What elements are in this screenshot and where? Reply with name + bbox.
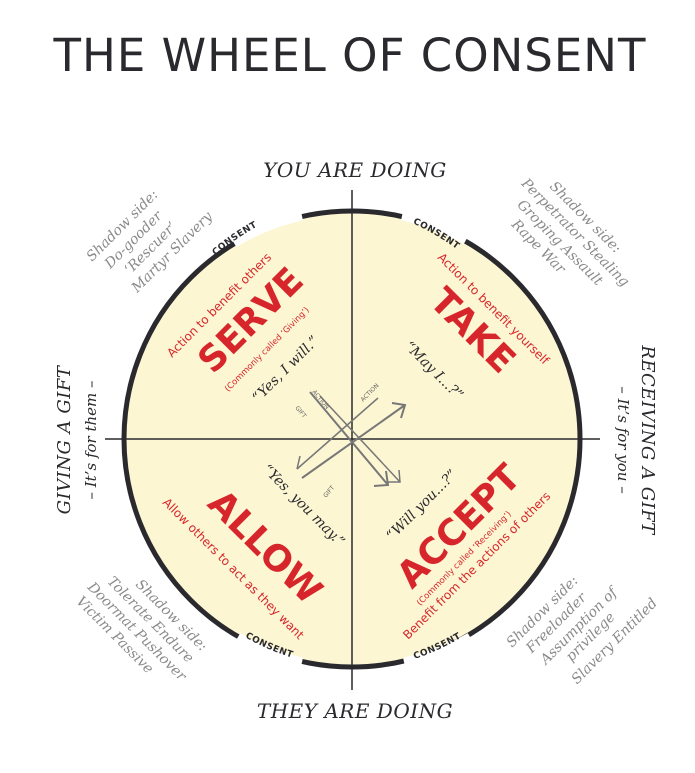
axis-left-sub: – It’s for them – xyxy=(82,380,100,499)
center-arrows xyxy=(296,391,407,487)
axis-right-main: RECEIVING A GIFT xyxy=(637,344,658,536)
axis-label-top: YOU ARE DOING xyxy=(263,158,447,182)
axis-left-main: GIVING A GIFT xyxy=(54,364,75,514)
axis-label-bottom: THEY ARE DOING xyxy=(257,699,453,723)
consent-gaps xyxy=(231,211,473,667)
page-title: THE WHEEL OF CONSENT xyxy=(53,29,647,82)
axis-label-left: GIVING A GIFT – It’s for them – xyxy=(54,364,100,514)
axis-label-right: RECEIVING A GIFT – It’s for you – xyxy=(614,344,658,536)
axis-right-sub: – It’s for you – xyxy=(614,386,632,493)
